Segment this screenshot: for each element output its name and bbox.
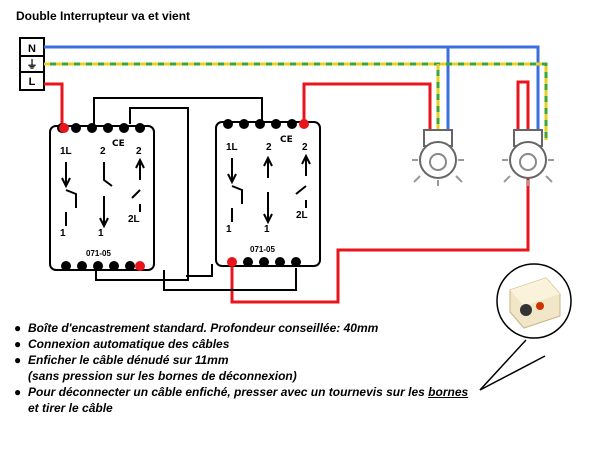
- switch-2-code: 071-05: [250, 245, 275, 254]
- switch-2-label-2b: 2: [302, 142, 308, 153]
- switch-1-red-terminal: [135, 261, 145, 271]
- supply-terminal-block: N ⏚ L: [19, 37, 45, 91]
- note-line: ●Enficher le câble dénudé sur 11mm: [14, 353, 229, 367]
- bullet-icon: ●: [14, 385, 22, 399]
- switch-1-contact-c-icon: [131, 157, 145, 212]
- switch-1-ce-mark: CE: [112, 139, 125, 149]
- switch-2-contact-a-icon: [227, 158, 243, 222]
- note-line: ●Connexion automatique des câbles: [14, 337, 230, 351]
- earth-wire: [44, 62, 548, 140]
- switch-1-contact-b-icon: [99, 162, 113, 229]
- live-terminal-label: L: [29, 76, 36, 88]
- switch-2-contact-b-icon: [263, 155, 273, 225]
- note-line: ●Pour déconnecter un câble enfiché, pres…: [14, 385, 469, 399]
- switch-2-label-1b: 1: [264, 224, 270, 235]
- neutral-terminal-label: N: [28, 43, 36, 55]
- switch-2-label-2a: 2: [266, 142, 272, 153]
- lamp-feed-wires: [230, 80, 530, 304]
- switch-1-label-1L: 1L: [60, 146, 72, 157]
- switch-2-label-2L: 2L: [296, 210, 308, 221]
- switch-2-red-terminal-bottom: [227, 257, 237, 267]
- note-line: ●Boîte d'encastrement standard. Profonde…: [14, 321, 379, 335]
- lamp-1-icon: [412, 129, 464, 186]
- bullet-icon: ●: [14, 321, 22, 335]
- switch-1-label-2b: 2: [136, 146, 142, 157]
- note-line: (sans pression sur les bornes de déconne…: [28, 369, 297, 383]
- switch-2-ce-mark: CE: [280, 135, 293, 145]
- switch-1-code: 071-05: [86, 249, 111, 258]
- switch-1-label-2L: 2L: [128, 214, 140, 225]
- switch-1-label-1a: 1: [60, 228, 66, 239]
- switch-2-red-terminal-top: [299, 119, 309, 129]
- earth-terminal-label: ⏚: [27, 58, 38, 71]
- diagram-title: Double Interrupteur va et vient: [16, 9, 191, 23]
- switch-1-contact-a-icon: [61, 162, 77, 226]
- terminal-closeup-callout: [479, 263, 572, 391]
- bullet-icon: ●: [14, 353, 22, 367]
- switch-2: 1L 2 2 2L 1 1 071-05 CE: [215, 119, 321, 267]
- switch-2-label-1a: 1: [226, 224, 232, 235]
- switch-2-contact-c-icon: [295, 153, 311, 208]
- installation-notes: ●Boîte d'encastrement standard. Profonde…: [14, 320, 554, 416]
- lamp-2-icon: [502, 129, 554, 186]
- switch-2-label-1L: 1L: [226, 142, 238, 153]
- switch-1-live-terminal: [59, 123, 69, 133]
- traveller-wires: [93, 97, 297, 291]
- switch-1-label-1b: 1: [98, 228, 104, 239]
- note-line: et tirer le câble: [28, 401, 113, 415]
- bullet-icon: ●: [14, 337, 22, 351]
- switch-1: 1L 2 2 2L 1 1 071-05 CE: [49, 123, 155, 271]
- switch-1-label-2a: 2: [100, 146, 106, 157]
- bornes-link[interactable]: bornes: [428, 385, 469, 399]
